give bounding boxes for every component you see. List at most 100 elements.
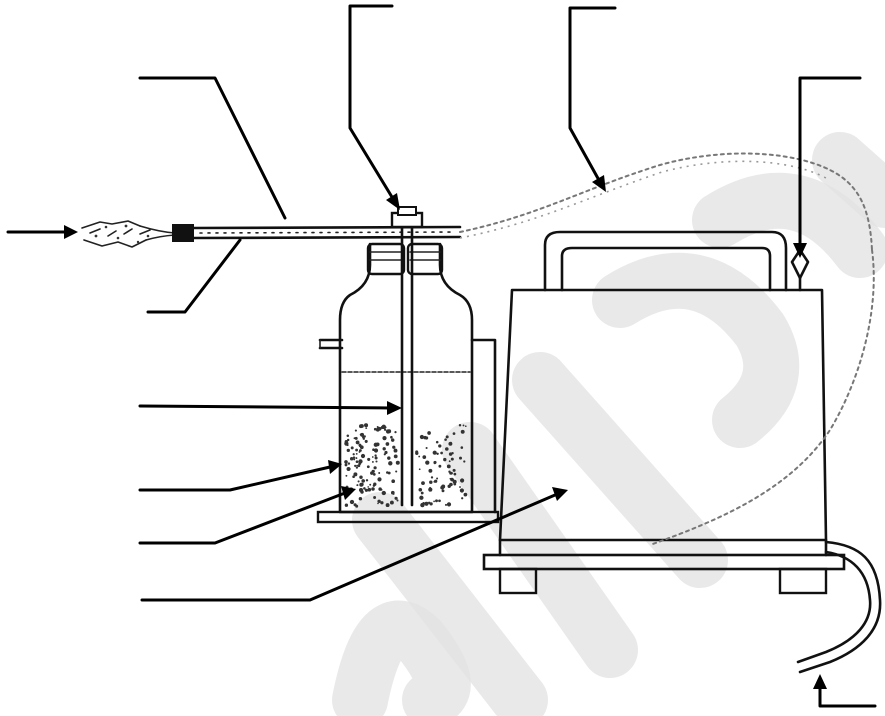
granule <box>444 438 447 441</box>
granule <box>443 457 447 462</box>
granule <box>377 499 381 503</box>
granule <box>452 468 456 472</box>
granule <box>448 470 451 473</box>
granule <box>354 464 357 468</box>
granule <box>387 456 391 460</box>
granule <box>345 474 348 477</box>
granule <box>360 482 364 487</box>
outlet-arrow <box>813 674 877 708</box>
granule <box>365 427 368 430</box>
granule <box>346 438 350 442</box>
granule <box>349 499 355 505</box>
granule <box>463 492 468 497</box>
granule <box>435 499 438 503</box>
granule <box>418 488 423 492</box>
leader-dip-tube <box>138 401 402 415</box>
granule <box>346 448 350 453</box>
reservoir-bottle <box>318 226 474 514</box>
granule <box>356 484 359 487</box>
granule <box>347 462 351 465</box>
leader-pump-body <box>140 487 568 602</box>
granule <box>459 488 464 493</box>
granule <box>359 475 363 479</box>
granule <box>433 461 436 465</box>
granule <box>464 425 467 428</box>
granule <box>344 460 348 464</box>
granule <box>377 502 379 505</box>
granule <box>369 483 372 486</box>
leader-tube <box>138 76 287 220</box>
granule <box>395 470 398 473</box>
granule <box>391 479 396 484</box>
granule <box>365 479 369 482</box>
leader-liquid <box>138 460 342 492</box>
granule <box>440 451 443 455</box>
granule <box>353 437 356 440</box>
granule <box>448 452 453 456</box>
granule <box>355 440 360 445</box>
leader-valve <box>348 4 400 210</box>
granule <box>449 441 452 444</box>
granule <box>386 471 389 474</box>
granule <box>445 435 449 439</box>
granule <box>394 431 397 434</box>
granule <box>418 468 421 471</box>
granule <box>393 454 398 459</box>
granule <box>422 455 427 459</box>
granule <box>429 480 433 484</box>
inlet-arrow <box>6 225 78 239</box>
granule <box>355 466 359 469</box>
granule <box>392 493 395 495</box>
granule <box>357 480 360 483</box>
granule <box>357 464 361 468</box>
granule <box>363 435 366 438</box>
pump-side-hose <box>649 249 875 546</box>
granule <box>373 466 377 470</box>
granule <box>438 499 441 503</box>
granule <box>444 503 448 506</box>
granule <box>450 457 454 461</box>
granule <box>450 477 454 482</box>
granule <box>424 501 429 506</box>
granule <box>362 437 365 440</box>
granule <box>458 423 462 427</box>
granule <box>354 436 358 440</box>
granule <box>425 446 428 450</box>
granule <box>374 456 378 460</box>
granule <box>430 476 434 479</box>
granule <box>382 447 386 451</box>
granule <box>375 460 378 463</box>
granule <box>428 468 433 473</box>
granule <box>446 464 451 469</box>
granule <box>460 478 465 483</box>
granule <box>377 426 382 431</box>
granule <box>453 472 457 476</box>
granule <box>361 479 365 483</box>
granule <box>371 487 375 491</box>
granule <box>360 490 364 494</box>
granule <box>392 445 396 449</box>
granule <box>371 460 374 463</box>
granule <box>373 482 377 486</box>
granule <box>420 502 425 508</box>
granule <box>376 425 379 429</box>
granule <box>346 434 350 437</box>
granule <box>350 446 354 450</box>
granule <box>425 460 430 465</box>
granule <box>371 469 375 474</box>
granule <box>352 453 355 456</box>
granule <box>381 490 386 496</box>
granule <box>352 456 356 459</box>
granule <box>384 450 388 455</box>
granule <box>432 450 437 455</box>
granule <box>428 487 433 492</box>
outlet-pipe <box>798 540 882 674</box>
granule <box>344 503 349 507</box>
granule <box>390 435 393 439</box>
granule <box>355 460 359 464</box>
granule <box>355 448 359 452</box>
granule <box>382 436 387 441</box>
granule <box>373 496 377 499</box>
granule <box>383 428 387 431</box>
